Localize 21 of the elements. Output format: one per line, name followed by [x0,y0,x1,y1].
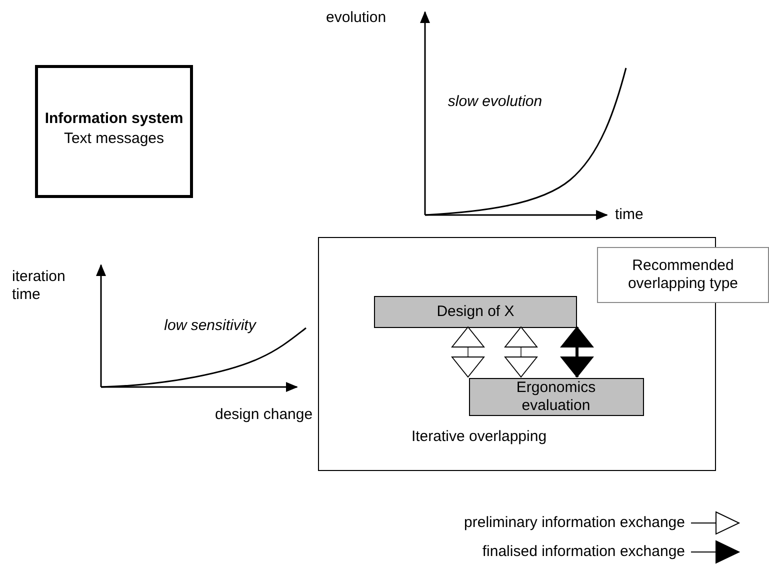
box-heading: Information system [44,110,184,128]
box-text: Ergonomics evaluation [515,379,597,415]
axis-label: iteration time [12,268,62,304]
legend-text: preliminary information exchange [463,514,685,532]
axis-label: design change [215,406,314,424]
exchange-arrow [452,326,484,378]
axis-label: time [615,206,644,224]
exchange-arrow [560,326,594,378]
exchange-arrow [504,326,538,378]
box-text: Recommended overlapping type [626,257,740,293]
legend-text: finalised information exchange [481,543,685,561]
box-text: Iterative overlapping [410,428,548,446]
box-text: Text messages [62,130,166,148]
curve-label: slow evolution [446,93,544,111]
axis-label: evolution [326,9,386,27]
type-box [597,247,769,303]
system-box [35,65,193,198]
box-text: Design of X [436,303,516,321]
curve-label: low sensitivity [163,317,258,335]
process-box [374,296,577,328]
process-box [469,378,644,416]
